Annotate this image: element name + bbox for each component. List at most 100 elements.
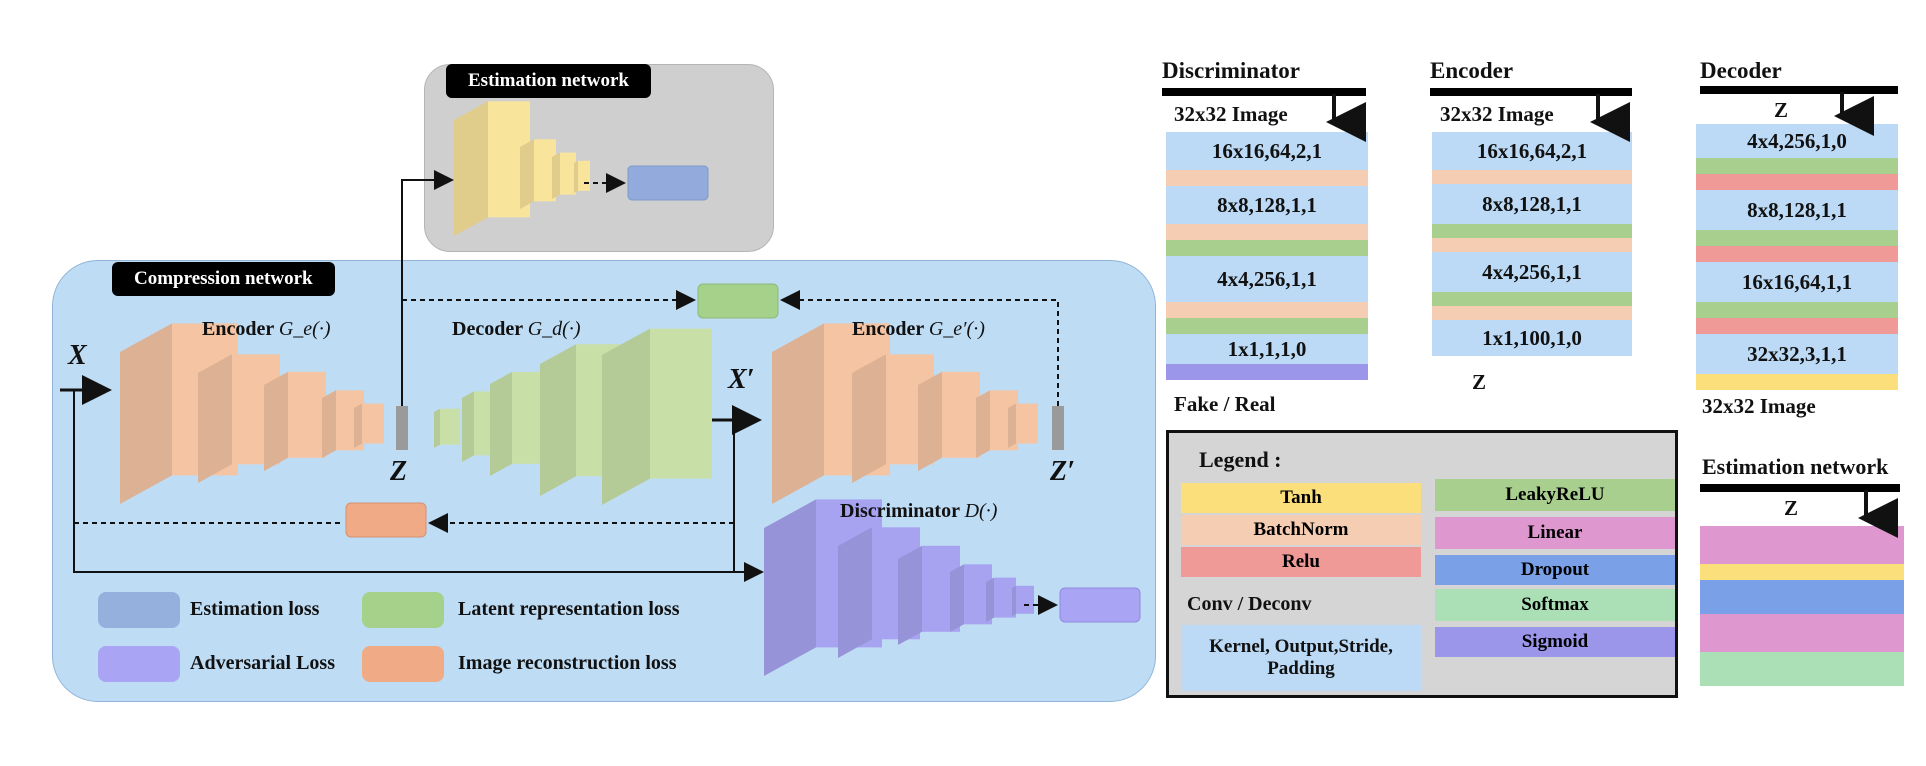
dec-leakyrelu-2 — [1696, 230, 1898, 246]
arch-decoder-title: Decoder — [1700, 58, 1782, 83]
discriminator-layer-6 — [1012, 585, 1034, 616]
recon-loss-label: Image reconstruction loss — [458, 652, 677, 674]
arch-decoder-stack: 4x4,256,1,0 8x8,128,1,1 16x16,64,1,1 32x… — [1696, 124, 1898, 390]
decoder-math: G_d(·) — [527, 318, 581, 340]
legend-conv-desc-1: Kernel, Output,Stride, — [1209, 636, 1393, 657]
disc-batchnorm-3 — [1166, 302, 1368, 318]
disc-batchnorm-1 — [1166, 170, 1368, 186]
adversarial-loss-label: Adversarial Loss — [190, 652, 335, 674]
encoder-layer-5 — [354, 403, 384, 448]
disc-layer-3: 4x4,256,1,1 — [1166, 256, 1368, 302]
dec-layer-3: 16x16,64,1,1 — [1696, 262, 1898, 302]
arch-estimation-input: Z — [1784, 496, 1799, 520]
dec-relu-2 — [1696, 246, 1898, 262]
estimation-network-tag: Estimation network — [446, 64, 651, 98]
estimation-loss-label: Estimation loss — [190, 598, 320, 620]
enc-layer-3: 4x4,256,1,1 — [1432, 252, 1632, 292]
disc-leakyrelu-3 — [1166, 318, 1368, 334]
est-softmax — [1700, 652, 1904, 686]
compression-network-tag: Compression network — [112, 262, 335, 296]
legend-softmax: Softmax — [1435, 589, 1675, 621]
est-linear-2 — [1700, 614, 1904, 652]
encoder-label: Encoder G_e(·) — [202, 318, 331, 341]
dec-layer-2: 8x8,128,1,1 — [1696, 190, 1898, 230]
legend-sigmoid: Sigmoid — [1435, 627, 1675, 657]
legend-box: Legend : Tanh BatchNorm Relu Conv / Deco… — [1166, 430, 1678, 698]
latent-loss-swatch — [362, 592, 444, 628]
discriminator-label-text: Discriminator — [840, 500, 960, 522]
dec-leakyrelu-3 — [1696, 302, 1898, 318]
encoder-label-text: Encoder — [202, 318, 274, 340]
decoder-label-text: Decoder — [452, 318, 523, 340]
arch-discriminator-title: Discriminator — [1162, 58, 1300, 83]
dec-relu-1 — [1696, 174, 1898, 190]
z-prime-label: Z′ — [1050, 456, 1075, 487]
encoder2-layer-4 — [976, 390, 1018, 458]
dec-leakyrelu-1 — [1696, 158, 1898, 174]
enc-leakyrelu-3 — [1432, 292, 1632, 306]
arch-encoder-title: Encoder — [1430, 58, 1514, 83]
arch-discriminator-input: 32x32 Image — [1174, 102, 1288, 126]
enc-leakyrelu-2 — [1432, 224, 1632, 238]
enc-batchnorm-1 — [1432, 170, 1632, 184]
arch-decoder-output: 32x32 Image — [1702, 394, 1816, 418]
x-label: X — [68, 340, 87, 371]
legend-linear: Linear — [1435, 517, 1675, 549]
enc-layer-2: 8x8,128,1,1 — [1432, 184, 1632, 224]
disc-layer-1: 16x16,64,2,1 — [1166, 132, 1368, 170]
legend-batchnorm: BatchNorm — [1181, 515, 1421, 545]
legend-leakyrelu: LeakyReLU — [1435, 479, 1675, 511]
estimation-loss-swatch — [98, 592, 180, 628]
arch-encoder-rule — [1430, 88, 1632, 96]
z-bar — [396, 406, 408, 450]
arch-discriminator-stack: 16x16,64,2,1 8x8,128,1,1 4x4,256,1,1 1x1… — [1166, 132, 1368, 380]
encoder-math: G_e(·) — [278, 318, 331, 340]
arch-decoder-rule — [1700, 86, 1898, 94]
disc-sigmoid — [1166, 364, 1368, 380]
enc-layer-1: 16x16,64,2,1 — [1432, 132, 1632, 170]
enc-batchnorm-2 — [1432, 238, 1632, 252]
encoder2-layer-5 — [1008, 403, 1038, 448]
recon-loss-swatch — [362, 646, 444, 682]
dec-tanh — [1696, 374, 1898, 390]
discriminator-label: Discriminator D(·) — [840, 500, 997, 523]
latent-loss-label: Latent representation loss — [458, 598, 680, 620]
encoder2-label-text: Encoder — [852, 318, 924, 340]
arch-encoder-stack: 16x16,64,2,1 8x8,128,1,1 4x4,256,1,1 1x1… — [1432, 132, 1632, 364]
encoder-layer-3 — [264, 371, 326, 471]
arch-decoder-input: Z — [1774, 98, 1789, 122]
disc-leakyrelu-2 — [1166, 240, 1368, 256]
disc-batchnorm-2 — [1166, 224, 1368, 240]
x-prime-label: X′ — [728, 364, 755, 395]
arch-discriminator-output: Fake / Real — [1174, 392, 1276, 416]
legend-conv-desc-2: Padding — [1267, 658, 1335, 679]
decoder-layer-5 — [602, 328, 712, 505]
z-prime-bar — [1052, 406, 1064, 450]
dec-layer-4: 32x32,3,1,1 — [1696, 334, 1898, 374]
legend-conv-box: Kernel, Output,Stride, Padding — [1181, 625, 1421, 691]
latent-loss-box — [697, 283, 779, 319]
legend-relu: Relu — [1181, 547, 1421, 577]
arch-encoder-output: Z — [1472, 370, 1487, 394]
arch-estimation-title: Estimation network — [1702, 454, 1889, 479]
legend-tanh: Tanh — [1181, 483, 1421, 513]
dec-relu-3 — [1696, 318, 1898, 334]
discriminator-math: D(·) — [964, 500, 998, 522]
discriminator-layer-5 — [986, 577, 1016, 622]
estimation-layer-3 — [552, 152, 576, 199]
estimation-layer-2 — [520, 139, 556, 209]
disc-layer-2: 8x8,128,1,1 — [1166, 186, 1368, 224]
legend-conv-title: Conv / Deconv — [1187, 593, 1312, 615]
encoder2-math: G_e′(·) — [928, 318, 985, 340]
est-dropout — [1700, 580, 1904, 614]
adversarial-loss-swatch — [98, 646, 180, 682]
arch-discriminator-rule — [1162, 88, 1366, 96]
arch-estimation-rule — [1700, 484, 1900, 492]
arch-encoder-input: 32x32 Image — [1440, 102, 1554, 126]
est-tanh — [1700, 564, 1904, 580]
enc-layer-4: 1x1,100,1,0 — [1432, 320, 1632, 356]
decoder-label: Decoder G_d(·) — [452, 318, 580, 341]
legend-title: Legend : — [1199, 447, 1282, 472]
